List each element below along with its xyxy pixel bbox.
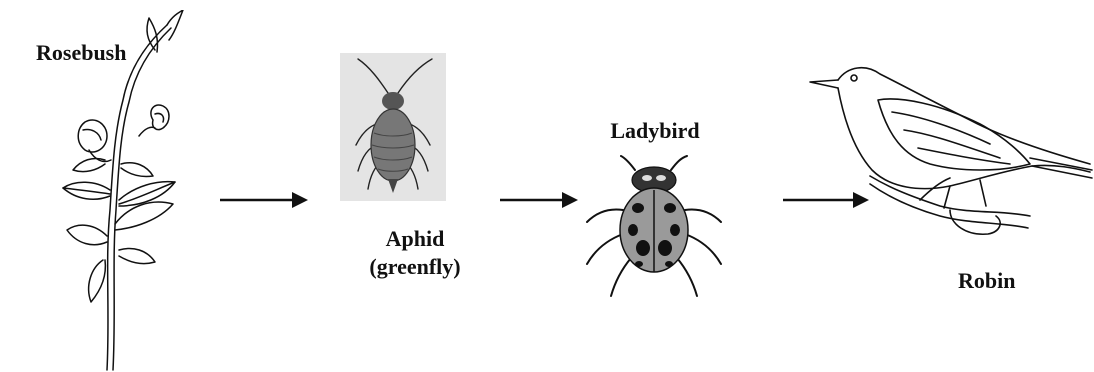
robin-drawing: [800, 60, 1094, 260]
aphid-label-subtitle: (greenfly): [345, 254, 485, 280]
arrow-right-icon: [220, 189, 310, 211]
ladybird-label: Ladybird: [585, 118, 725, 144]
aphid-label: Aphid: [345, 226, 485, 252]
aphid-photo: [340, 53, 446, 201]
arrow-right-icon: [500, 189, 580, 211]
ladybird-drawing: [575, 150, 735, 300]
aphid-drawing: [340, 53, 446, 201]
rosebush-drawing: [55, 10, 200, 372]
robin-label: Robin: [958, 268, 1015, 294]
